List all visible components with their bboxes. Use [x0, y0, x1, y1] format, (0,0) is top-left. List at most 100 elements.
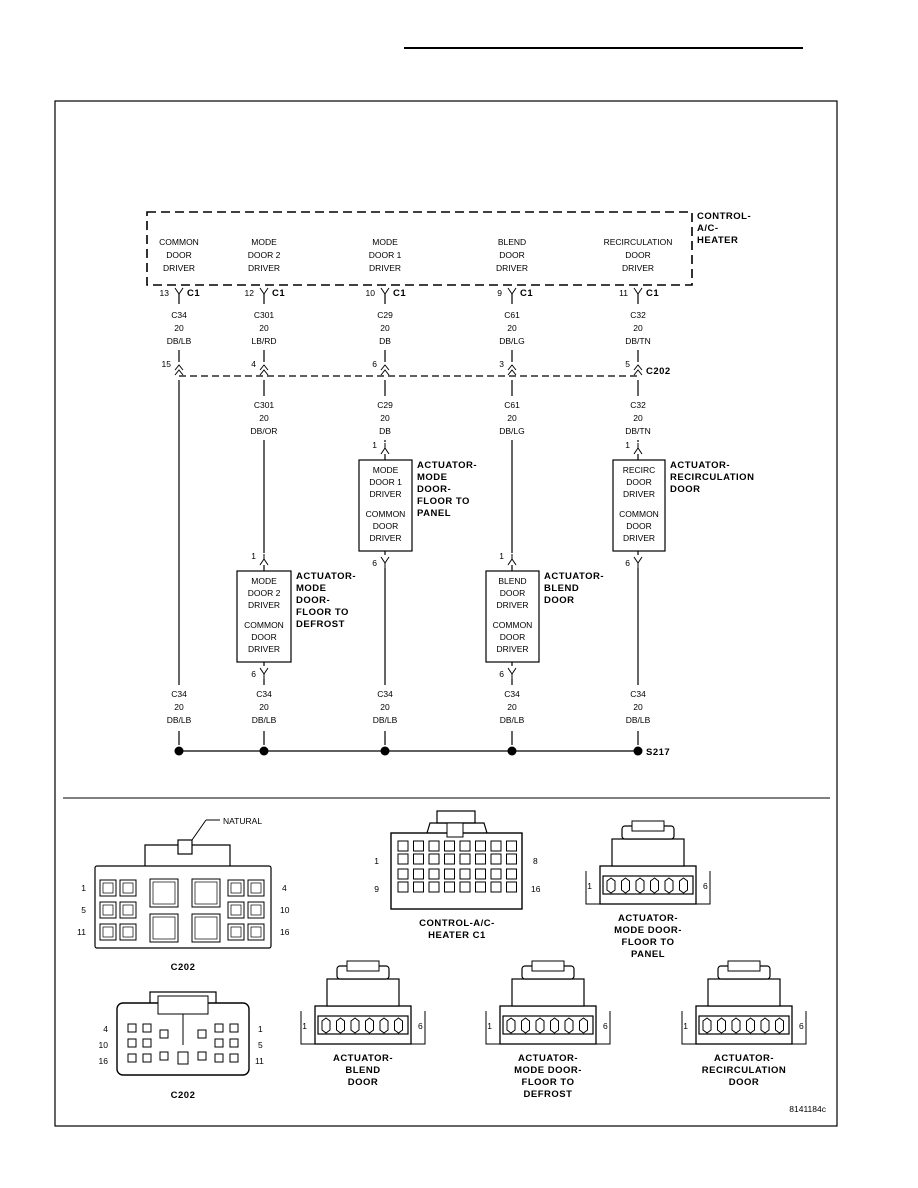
- actuator-connector-caption: ACTUATOR-: [618, 913, 678, 924]
- driver-label: COMMON: [159, 237, 199, 247]
- pin-number: 1: [683, 1021, 688, 1031]
- actuator-name: DOOR-: [296, 595, 330, 606]
- c202-pin-number: 15: [162, 359, 172, 369]
- cavity: [229, 1053, 239, 1063]
- driver-label: DOOR: [499, 250, 525, 260]
- c1-pin-number: 11: [619, 288, 628, 298]
- cavity-top: [475, 868, 486, 880]
- wire-circuit: C32: [630, 400, 646, 410]
- wire-circuit: C61: [504, 310, 520, 320]
- cavity: [336, 1017, 345, 1034]
- actuator-in-terminal: [507, 554, 517, 566]
- cavity: [214, 1053, 224, 1063]
- cavity: [650, 877, 659, 894]
- wire-color: DB/LB: [626, 715, 651, 725]
- driver-label: RECIRCULATION: [604, 237, 673, 247]
- cavity-inner: [250, 926, 262, 938]
- actuator-common-label: DOOR: [626, 521, 652, 531]
- cavity: [99, 901, 117, 919]
- actuator-out-terminal: [633, 556, 643, 568]
- driver-label: DOOR 2: [248, 250, 281, 260]
- wire-color: DB/TN: [625, 426, 651, 436]
- actuator-name: FLOOR TO: [296, 607, 349, 618]
- driver-label: DOOR: [166, 250, 192, 260]
- cavity: [428, 881, 440, 893]
- module-title: A/C-: [697, 223, 719, 234]
- actuator-connector-caption: MODE DOOR-: [614, 925, 682, 936]
- cavity: [731, 1017, 741, 1034]
- actuator-box: [612, 459, 666, 552]
- cavity: [321, 1017, 331, 1034]
- cavity-inner: [152, 916, 176, 940]
- actuator-common-label: DOOR: [500, 632, 526, 642]
- wire-circuit: C34: [630, 689, 646, 699]
- splice-dot: [259, 746, 269, 756]
- wire-color: DB/LG: [499, 426, 525, 436]
- driver-label: DRIVER: [622, 263, 654, 273]
- actuator-name: ACTUATOR-: [544, 571, 604, 582]
- cavity: [142, 1038, 152, 1048]
- pin-number: 6: [703, 881, 708, 891]
- actuator-connector-caption: FLOOR TO: [522, 1077, 575, 1088]
- actuator-common-label: DRIVER: [623, 533, 655, 543]
- driver-label: BLEND: [498, 237, 526, 247]
- pin-number: 4: [282, 883, 287, 893]
- cavity: [227, 901, 245, 919]
- actuator-box: [485, 570, 540, 663]
- driver-label: DOOR: [625, 250, 651, 260]
- actuator-driver-label: DOOR 1: [369, 477, 402, 487]
- pin-number: 6: [799, 1021, 804, 1031]
- connector-flange: [300, 1011, 426, 1045]
- actuator-driver-label: DRIVER: [248, 600, 280, 610]
- actuator-driver-label: BLEND: [498, 576, 526, 586]
- cavity: [119, 879, 137, 897]
- figure-border: [54, 100, 838, 1127]
- cavity: [127, 1038, 137, 1048]
- connector-key: [446, 822, 464, 838]
- cavity: [459, 853, 471, 865]
- cavity: [177, 1051, 189, 1065]
- cavity: [365, 1017, 374, 1034]
- wire-circuit: C301: [254, 310, 275, 320]
- actuator-pin-in: 1: [372, 440, 377, 450]
- cavity: [227, 879, 245, 897]
- cavity: [506, 1017, 516, 1034]
- connector-key: [346, 960, 380, 972]
- cavity: [197, 1051, 207, 1061]
- pin-number: 10: [280, 905, 290, 915]
- connector-shroud: [707, 978, 781, 1007]
- driver-label: DRIVER: [248, 263, 280, 273]
- wire-circuit: C29: [377, 310, 393, 320]
- actuator-name: RECIRCULATION: [670, 472, 754, 483]
- wire-color: DB/LB: [167, 336, 192, 346]
- cavity: [679, 877, 688, 894]
- cavity: [506, 881, 517, 893]
- actuator-driver-label: MODE: [251, 576, 277, 586]
- cavity: [127, 1023, 137, 1033]
- actuator-common-label: DOOR: [251, 632, 277, 642]
- cavity: [702, 1017, 712, 1034]
- connector-key: [531, 960, 565, 972]
- actuator-name: MODE: [296, 583, 327, 594]
- cavity: [229, 1038, 239, 1048]
- actuator-out-terminal: [507, 667, 517, 679]
- cavity: [475, 853, 486, 865]
- connector-shroud: [611, 838, 685, 867]
- wire-color: LB/RD: [251, 336, 276, 346]
- actuator-common-label: COMMON: [493, 620, 533, 630]
- wire-color: DB/OR: [251, 426, 278, 436]
- cavity: [197, 1029, 207, 1039]
- driver-label: DRIVER: [163, 263, 195, 273]
- wire-gauge: 20: [380, 413, 390, 423]
- connector-key: [157, 995, 209, 1015]
- actuator-driver-label: DOOR: [500, 588, 526, 598]
- pin-number: 6: [418, 1021, 423, 1031]
- cavity: [247, 923, 265, 941]
- cavity: [229, 1023, 239, 1033]
- cavity-inner: [122, 882, 134, 894]
- driver-label: DOOR 1: [369, 250, 402, 260]
